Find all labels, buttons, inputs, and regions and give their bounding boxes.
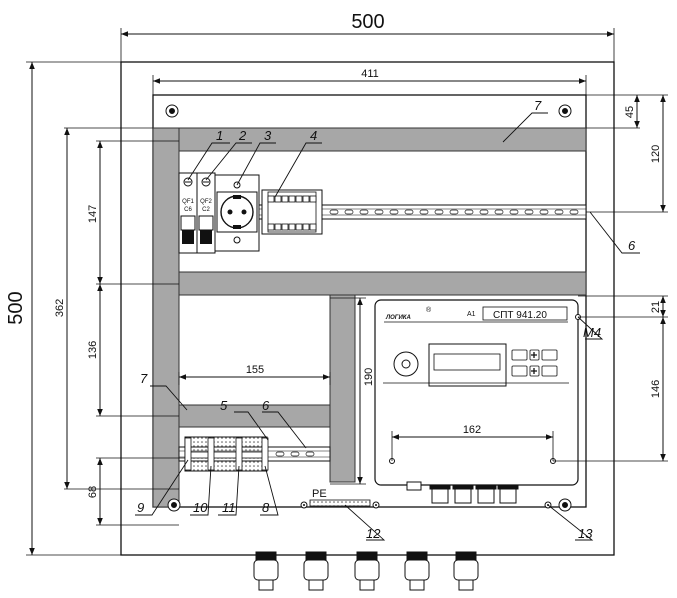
dim-overall-height: 500 xyxy=(5,291,27,324)
dim-top-offset: 45 xyxy=(624,106,636,118)
breaker-label: QF2 xyxy=(200,199,212,205)
meter-brand: ЛОГИКА xyxy=(385,315,411,321)
cable-channels xyxy=(152,127,587,508)
dim-rail-from-top: 120 xyxy=(650,145,662,163)
callout-5: 5 xyxy=(220,398,228,413)
callout-7-left: 7 xyxy=(140,371,148,386)
meter-model-plate xyxy=(482,306,568,321)
callout-4: 4 xyxy=(310,128,317,143)
dim-meter-hole-spacing-h: 162 xyxy=(463,424,481,436)
din-socket xyxy=(214,174,260,252)
dim-rail-spacing-upper: 147 xyxy=(87,205,99,223)
breaker-rating: C6 xyxy=(184,207,192,213)
pe-label: PE xyxy=(312,488,327,500)
callout-6-right: 6 xyxy=(628,238,636,253)
dimension-labels: 500 500 411 362 147 136 68 45 120 21 146… xyxy=(5,11,662,498)
callout-m4: M4 xyxy=(583,325,601,340)
meter-glands xyxy=(406,481,519,504)
bottom-cable-glands xyxy=(253,551,479,591)
dim-bottom-rail-height: 68 xyxy=(87,486,99,498)
channel-lower xyxy=(178,404,331,428)
callout-9: 9 xyxy=(137,500,144,515)
dim-rail-spacing-lower: 136 xyxy=(87,341,99,359)
callout-12: 12 xyxy=(366,526,381,541)
dim-channel-height: 190 xyxy=(363,368,375,386)
callout-2: 2 xyxy=(238,128,247,143)
callout-7: 7 xyxy=(534,98,542,113)
channel-vertical xyxy=(329,294,356,483)
leader-lines xyxy=(135,112,640,541)
callout-8: 8 xyxy=(262,500,270,515)
dimension-lines xyxy=(29,31,666,555)
pe-busbar: PE xyxy=(300,488,552,509)
callout-6: 6 xyxy=(262,398,270,413)
dim-meter-hole-spacing-v: 146 xyxy=(650,380,662,398)
callout-3: 3 xyxy=(264,128,272,143)
meter-keypad xyxy=(511,349,558,377)
mounting-screws xyxy=(165,104,572,512)
dim-inner-height: 362 xyxy=(54,299,66,317)
callout-labels: 1 2 3 4 5 6 6 7 7 8 9 10 11 12 13 M4 xyxy=(137,98,636,541)
breaker-label: QF1 xyxy=(182,199,194,205)
channel-left xyxy=(152,127,180,508)
callout-11: 11 xyxy=(222,500,236,515)
channel-middle xyxy=(152,271,587,296)
terminal-block-upper xyxy=(261,189,323,235)
meter-model: СПТ 941.20 xyxy=(493,310,547,321)
callout-1: 1 xyxy=(216,128,223,143)
terminal-group-lower xyxy=(184,436,269,472)
circuit-breaker-qf1: QF1 C6 xyxy=(178,172,198,254)
dim-meter-top-gap: 21 xyxy=(650,301,662,313)
dim-overall-width: 500 xyxy=(351,11,384,33)
heat-meter: ЛОГИКА ® A1 СПТ 941.20 xyxy=(374,299,581,504)
dim-inner-width: 411 xyxy=(361,68,379,80)
meter-registered-mark: ® xyxy=(426,306,432,314)
circuit-breaker-qf2: QF2 C2 xyxy=(196,172,216,254)
dim-channel-length: 155 xyxy=(246,364,264,376)
callout-13: 13 xyxy=(578,526,593,541)
callout-10: 10 xyxy=(193,500,208,515)
meter-designator: A1 xyxy=(467,311,476,318)
breaker-rating: C2 xyxy=(202,207,210,213)
